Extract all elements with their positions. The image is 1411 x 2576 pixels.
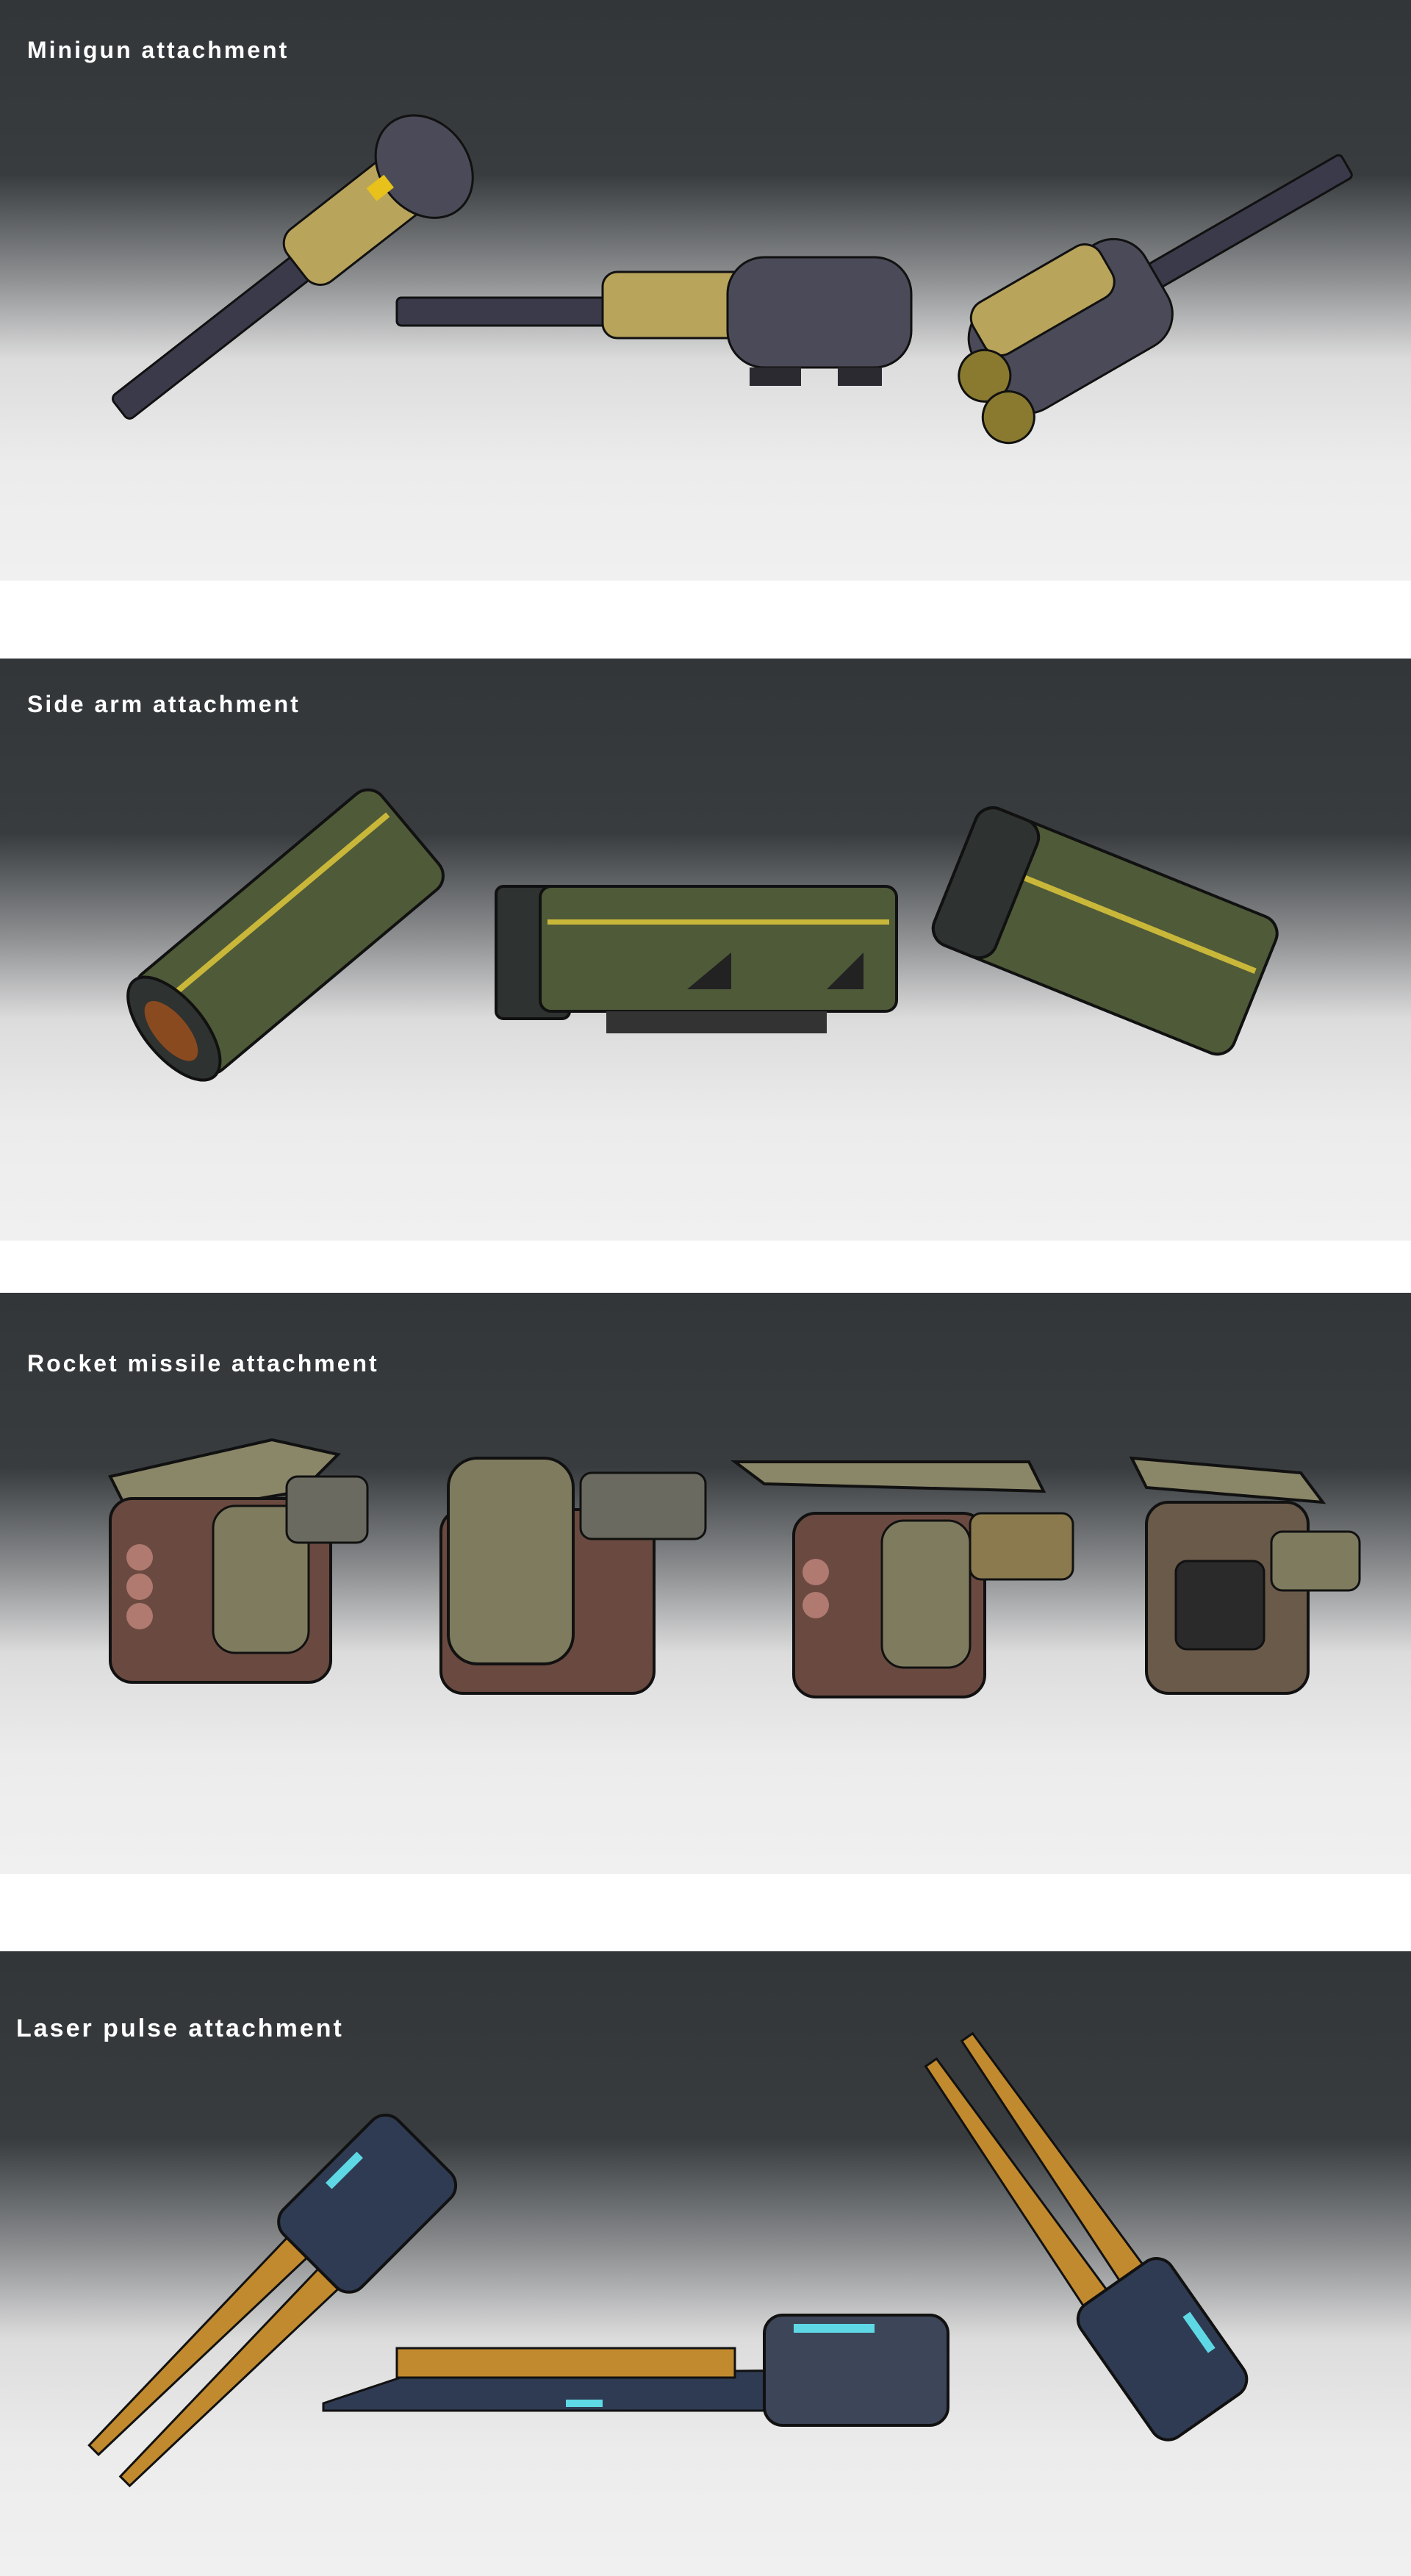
laser-view-front: [924, 2031, 1249, 2442]
rocket-view-4: [1129, 1456, 1361, 1695]
laser-pulse-panel: Laser pulse attachment: [0, 1951, 1411, 2576]
side-arm-view-side: [495, 885, 898, 1033]
minigun-view-diagonal: [112, 114, 474, 420]
rocket-view-3: [730, 1460, 1074, 1698]
side-arm-view-rear: [931, 806, 1279, 1056]
minigun-view-front: [958, 154, 1353, 445]
rocket-view-1: [108, 1438, 369, 1684]
rocket-missile-panel: Rocket missile attachment: [0, 1293, 1411, 1874]
minigun-panel: Minigun attachment: [0, 0, 1411, 581]
rocket-view-2: [439, 1457, 707, 1695]
section-title: Side arm attachment: [27, 691, 301, 717]
laser-view-side: [322, 2314, 949, 2427]
minigun-view-side: [395, 256, 913, 386]
section-title: Laser pulse attachment: [16, 2014, 344, 2042]
laser-view-diagonal: [87, 2113, 458, 2488]
section-title: Rocket missile attachment: [27, 1350, 379, 1377]
side-arm-panel: Side arm attachment: [0, 659, 1411, 1241]
side-arm-view-diagonal: [126, 788, 445, 1082]
section-title: Minigun attachment: [27, 37, 290, 63]
